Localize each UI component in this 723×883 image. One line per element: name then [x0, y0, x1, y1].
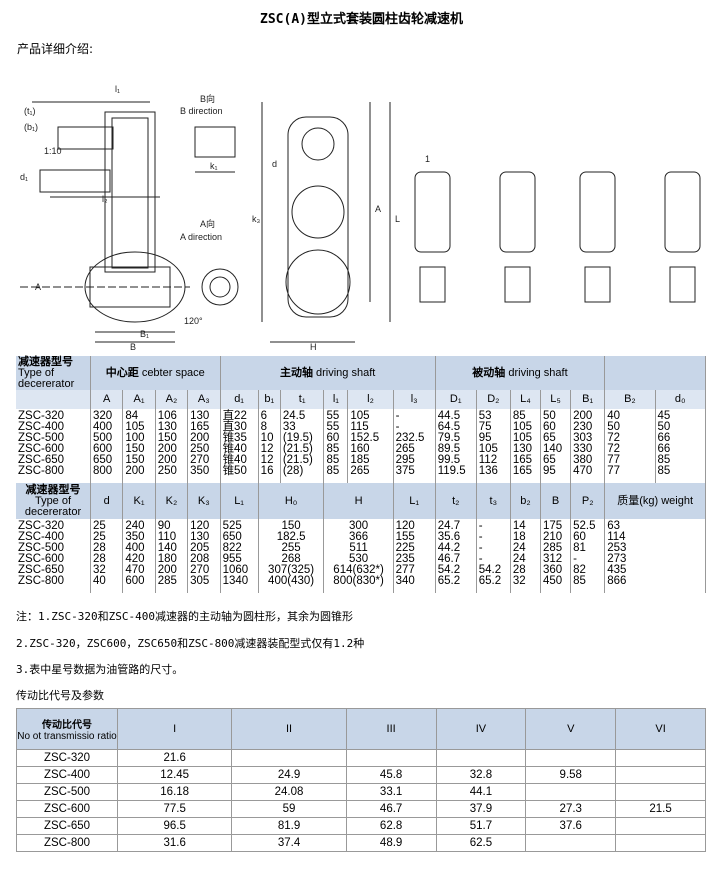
a-direction-view: A向 A direction 120°	[180, 218, 239, 326]
note-2: 2.ZSC-320，ZSC600，ZSC650和ZSC-800减速器装配型式仅有…	[16, 637, 365, 650]
a-dir-label: A向	[200, 218, 215, 229]
label-t1: (t₁)	[24, 106, 36, 116]
label-taper: 1:10	[44, 146, 62, 156]
svg-text:k₃: k₃	[252, 214, 261, 224]
svg-text:d: d	[272, 159, 277, 169]
ratio-title: 传动比代号及参数	[16, 689, 104, 702]
svg-text:L: L	[395, 214, 400, 224]
svg-text:H: H	[310, 342, 317, 352]
housing-drawing: k₃ A L H d	[252, 102, 400, 352]
table-row: ZSC-320 ZSC-400 ZSC-500 ZSC-600 ZSC-650 …	[16, 409, 707, 483]
label-B1: B₁	[140, 329, 149, 339]
svg-text:1: 1	[425, 154, 430, 164]
label-A: A	[35, 282, 41, 292]
shaft-drawing: (t₁) (b₁) 1:10 d₁ A l₁ l₂ B₁ B	[20, 84, 190, 352]
label-b1: (b₁)	[24, 122, 38, 132]
b-dir-en-label: B direction	[180, 106, 223, 116]
driving-header: 主动轴 driving shaft	[220, 356, 436, 390]
technical-drawings: (t₁) (b₁) 1:10 d₁ A l₁ l₂ B₁ B B向 B dire…	[20, 84, 701, 352]
note-1: 注：1.ZSC-320和ZSC-400减速器的主动轴为圆柱形，其余为圆锥形	[16, 610, 353, 623]
a-dir-en-label: A direction	[180, 232, 222, 242]
label-l1: l₁	[115, 84, 120, 94]
note-3: 3.表中星号数据为油管路的尺寸。	[16, 663, 184, 676]
svg-text:A: A	[375, 204, 381, 214]
angle-label: 120°	[184, 316, 203, 326]
label-B: B	[130, 342, 136, 352]
product-details-label: 产品详细介绍:	[17, 42, 94, 56]
assembly-types: 1	[414, 154, 701, 303]
page-title: ZSC(A)型立式套装圆柱齿轮减速机	[260, 12, 463, 27]
svg-text:k₁: k₁	[210, 161, 218, 171]
center-header: 中心距 cebter space	[90, 356, 221, 390]
driven-header: 被动轴 driving shaft	[435, 356, 606, 390]
table-row: ZSC-320 ZSC-400 ZSC-500 ZSC-600 ZSC-650 …	[16, 519, 706, 593]
label-l2: l₂	[102, 194, 108, 204]
b-direction-view: B向 B direction k₁	[180, 93, 236, 173]
b-dir-label: B向	[200, 93, 215, 104]
label-d1: d₁	[20, 172, 28, 182]
